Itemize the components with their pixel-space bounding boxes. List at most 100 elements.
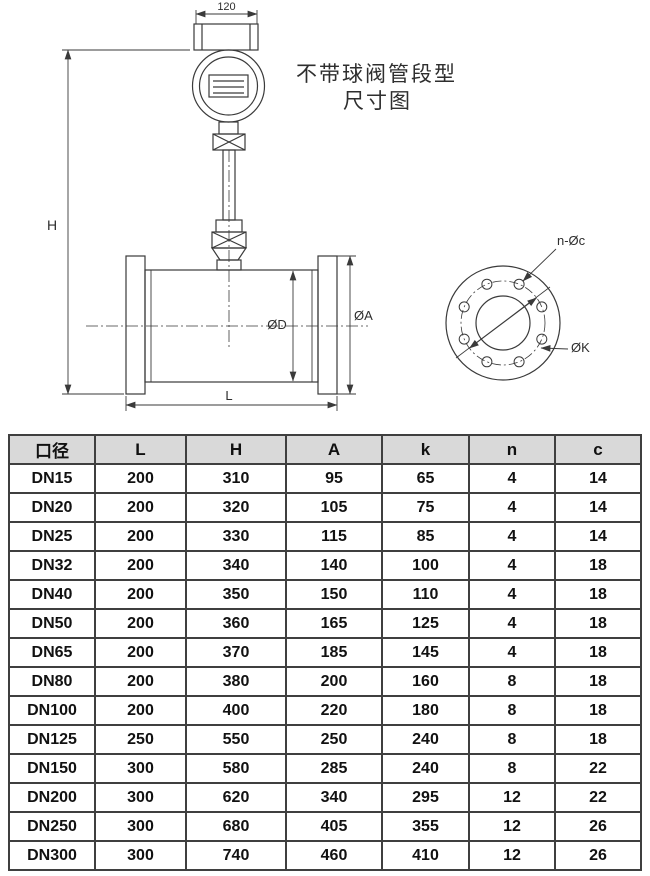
table-cell: DN300 <box>8 840 96 871</box>
table-cell: 240 <box>381 724 470 755</box>
table-cell: 340 <box>185 550 287 581</box>
table-cell: 8 <box>468 695 556 726</box>
table-cell: 85 <box>381 521 470 552</box>
table-cell: 18 <box>554 695 642 726</box>
table-cell: 150 <box>285 579 383 610</box>
table-cell: 8 <box>468 666 556 697</box>
col-header-diameter: 口径 <box>8 434 96 465</box>
table-cell: 285 <box>285 753 383 784</box>
table-cell: 680 <box>185 811 287 842</box>
table-cell: 200 <box>94 521 187 552</box>
table-cell: 12 <box>468 840 556 871</box>
table-cell: 8 <box>468 724 556 755</box>
dimension-label-OA: ØA <box>354 308 373 323</box>
table-cell: 330 <box>185 521 287 552</box>
table-cell: DN100 <box>8 695 96 726</box>
table-cell: 580 <box>185 753 287 784</box>
table-cell: 22 <box>554 753 642 784</box>
transmitter-assembly <box>191 23 266 271</box>
table-cell: 4 <box>468 579 556 610</box>
col-header-c: c <box>554 434 642 465</box>
table-cell: 220 <box>285 695 383 726</box>
table-cell: 4 <box>468 492 556 523</box>
table-cell: 740 <box>185 840 287 871</box>
table-cell: 340 <box>285 782 383 813</box>
table-cell: 380 <box>185 666 287 697</box>
table-cell: 14 <box>554 492 642 523</box>
table-cell: 355 <box>381 811 470 842</box>
table-cell: 295 <box>381 782 470 813</box>
dimension-label-OK: ØK <box>571 340 590 355</box>
table-cell: 300 <box>94 840 187 871</box>
table-cell: 95 <box>285 463 383 494</box>
table-cell: 12 <box>468 782 556 813</box>
table-cell: 75 <box>381 492 470 523</box>
table-cell: DN125 <box>8 724 96 755</box>
dimension-lines <box>62 10 356 411</box>
table-cell: 185 <box>285 637 383 668</box>
col-header-n: n <box>468 434 556 465</box>
table-cell: 4 <box>468 463 556 494</box>
table-cell: 320 <box>185 492 287 523</box>
table-cell: 300 <box>94 811 187 842</box>
table-cell: 140 <box>285 550 383 581</box>
table-cell: 18 <box>554 550 642 581</box>
table-cell: 26 <box>554 811 642 842</box>
table-cell: 180 <box>381 695 470 726</box>
table-cell: 18 <box>554 579 642 610</box>
col-header-H: H <box>185 434 287 465</box>
table-cell: 200 <box>285 666 383 697</box>
table-cell: 4 <box>468 637 556 668</box>
table-cell: 460 <box>285 840 383 871</box>
table-cell: 620 <box>185 782 287 813</box>
table-cell: 26 <box>554 840 642 871</box>
table-cell: 115 <box>285 521 383 552</box>
drawing-title-line1: 不带球阀管段型 <box>296 63 457 86</box>
table-cell: DN65 <box>8 637 96 668</box>
table-cell: 18 <box>554 724 642 755</box>
table-cell: 200 <box>94 550 187 581</box>
table-cell: 18 <box>554 637 642 668</box>
table-cell: 65 <box>381 463 470 494</box>
table-cell: 110 <box>381 579 470 610</box>
dimension-label-H: H <box>47 217 57 233</box>
table-cell: DN20 <box>8 492 96 523</box>
table-cell: 145 <box>381 637 470 668</box>
table-cell: 22 <box>554 782 642 813</box>
table-cell: DN40 <box>8 579 96 610</box>
table-cell: 300 <box>94 753 187 784</box>
drawing-title-line2: 尺寸图 <box>343 90 412 113</box>
table-cell: 4 <box>468 521 556 552</box>
table-cell: DN32 <box>8 550 96 581</box>
flowmeter-drawing-area: 120 H ØD ØA L n-Øc ØK 不带球阀管段型 尺寸图 <box>0 0 650 434</box>
table-cell: 12 <box>468 811 556 842</box>
table-cell: 200 <box>94 666 187 697</box>
table-cell: 405 <box>285 811 383 842</box>
table-cell: DN200 <box>8 782 96 813</box>
table-cell: 200 <box>94 492 187 523</box>
table-cell: 410 <box>381 840 470 871</box>
table-cell: 300 <box>94 782 187 813</box>
table-cell: 14 <box>554 521 642 552</box>
table-cell: 200 <box>94 463 187 494</box>
dimension-label-L: L <box>225 388 232 403</box>
table-cell: 4 <box>468 550 556 581</box>
table-cell: 160 <box>381 666 470 697</box>
table-cell: DN250 <box>8 811 96 842</box>
table-header-row: 口径 L H A k n c <box>8 434 642 465</box>
table-cell: 18 <box>554 666 642 697</box>
